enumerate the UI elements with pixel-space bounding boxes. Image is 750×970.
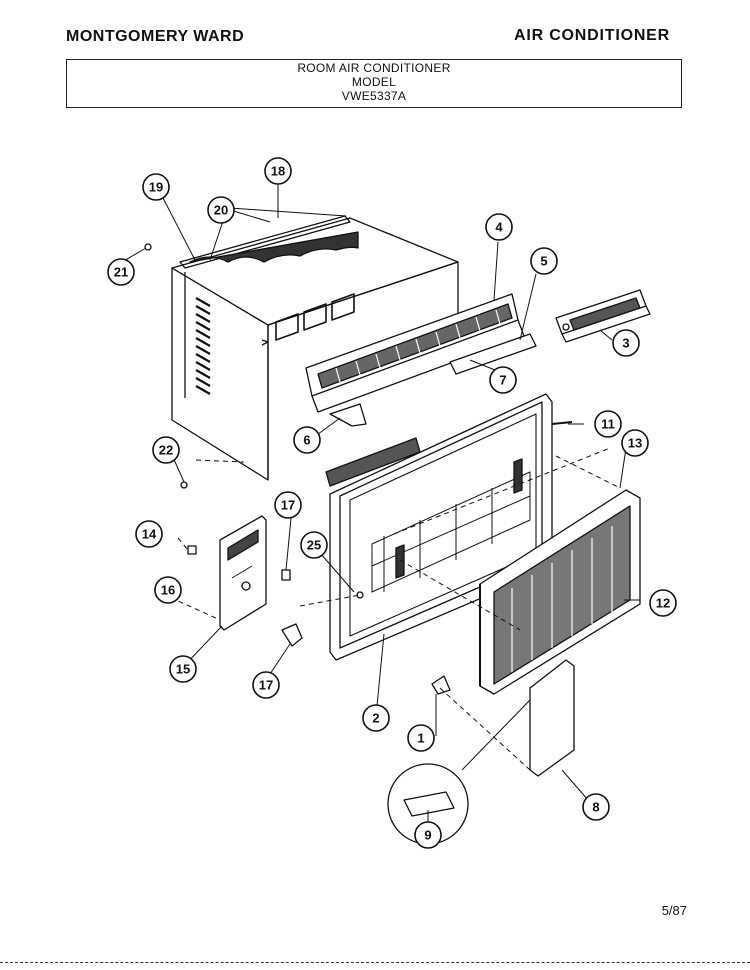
callout-22: 21 (107, 258, 135, 286)
bottom-rule (0, 962, 750, 964)
svg-text:5: 5 (540, 254, 547, 269)
svg-text:17: 17 (259, 678, 273, 693)
small-part-18 (281, 569, 291, 581)
small-part-22 (144, 243, 152, 251)
callout-11: 11 (594, 410, 622, 438)
upper-grille-part (555, 289, 651, 343)
section-title: AIR CONDITIONER (514, 27, 670, 44)
svg-text:2: 2 (372, 711, 379, 726)
callout-7: 7 (489, 366, 517, 394)
small-part-14 (187, 545, 197, 555)
svg-text:3: 3 (622, 336, 629, 351)
svg-text:1: 1 (417, 731, 424, 746)
callout-19: 18 (264, 157, 292, 185)
svg-text:25: 25 (307, 538, 321, 553)
callout-3: 3 (612, 329, 640, 357)
callout-21: 20 (207, 196, 235, 224)
small-part-1 (431, 675, 451, 695)
svg-text:20: 20 (214, 203, 228, 218)
svg-text:19: 19 (149, 180, 163, 195)
svg-text:6: 6 (303, 433, 310, 448)
callout-17: 17 (252, 671, 280, 699)
callout-9: 9 (414, 821, 442, 849)
callout-18: 17 (274, 491, 302, 519)
revision-date: 5/87 (661, 903, 687, 918)
small-part-11 (551, 421, 573, 425)
callout-1: 1 (407, 724, 435, 752)
title-line-model-label: MODEL (351, 75, 397, 89)
callout-6: 6 (293, 426, 321, 454)
callout-20: 19 (142, 173, 170, 201)
svg-text:9: 9 (424, 828, 431, 843)
callout-4: 4 (485, 213, 513, 241)
svg-text:12: 12 (656, 596, 670, 611)
title-box: ROOM AIR CONDITIONER MODEL VWE5337A (66, 59, 682, 108)
svg-text:22: 22 (159, 443, 173, 458)
small-part-25 (356, 591, 364, 599)
louver-assembly-part (305, 293, 525, 413)
callout-15: 15 (169, 655, 197, 683)
control-panel-part (219, 515, 267, 631)
small-part-9 (403, 791, 455, 817)
callout-16: 16 (154, 576, 182, 604)
svg-text:4: 4 (495, 220, 503, 235)
svg-text:11: 11 (601, 417, 615, 432)
title-line-model-number: VWE5337A (341, 89, 407, 103)
access-door-part (529, 659, 575, 777)
svg-text:21: 21 (114, 265, 128, 280)
callout-14: 14 (135, 520, 163, 548)
callout-12: 12 (649, 589, 677, 617)
svg-text:14: 14 (142, 527, 157, 542)
callout-2: 2 (362, 704, 390, 732)
title-line-product: ROOM AIR CONDITIONER (297, 61, 451, 75)
svg-text:16: 16 (161, 583, 175, 598)
svg-text:8: 8 (592, 800, 599, 815)
svg-text:15: 15 (176, 662, 190, 677)
small-part-23 (180, 481, 188, 489)
brand-name: MONTGOMERY WARD (66, 28, 245, 45)
svg-text:17: 17 (281, 498, 295, 513)
svg-text:13: 13 (628, 436, 642, 451)
callout-23: 22 (152, 436, 180, 464)
callout-5: 5 (530, 247, 558, 275)
callout-8: 8 (582, 793, 610, 821)
louver-bar-part (449, 333, 537, 375)
svg-text:18: 18 (271, 164, 285, 179)
callout-13: 13 (621, 429, 649, 457)
svg-text:7: 7 (499, 373, 506, 388)
callout-25: 25 (300, 531, 328, 559)
knob-part (281, 623, 303, 647)
cabinet-part (171, 215, 459, 481)
